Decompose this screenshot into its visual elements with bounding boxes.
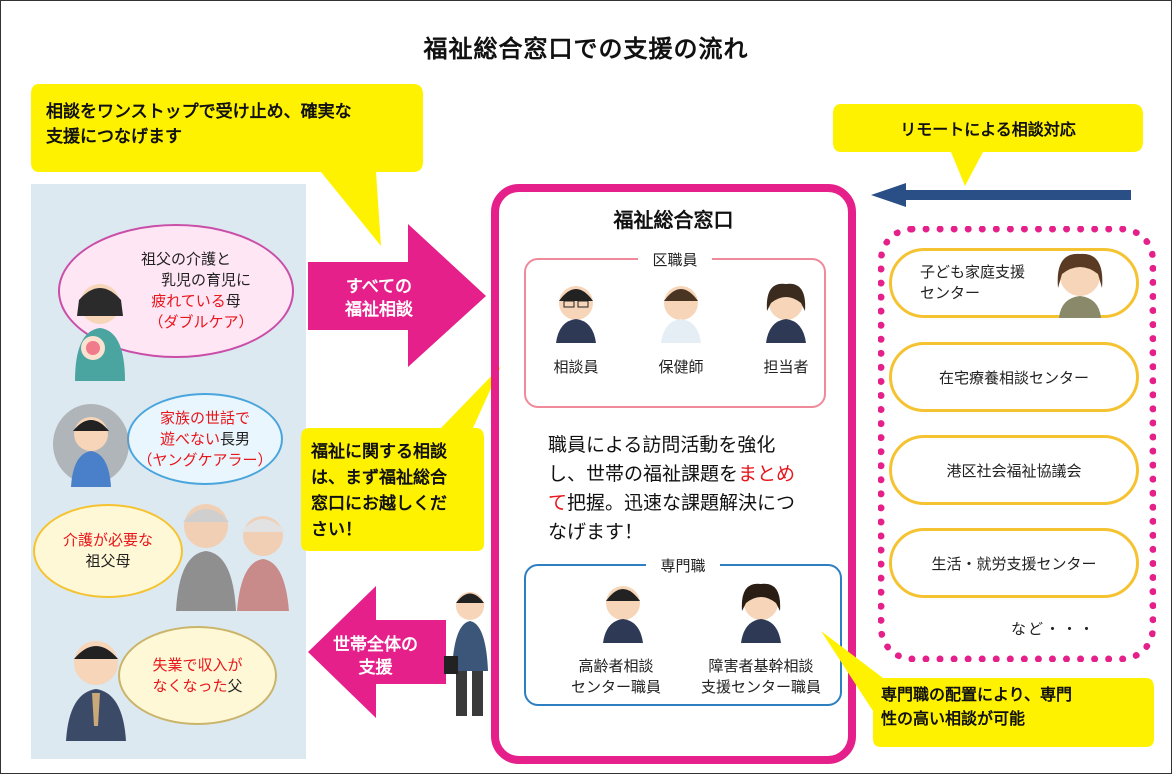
mother-person-icon <box>75 284 125 381</box>
consult-callout <box>301 366 501 551</box>
consult-text: 福祉に関する相談 は、まず福祉総合 窓口にお越しくだ さい！ <box>311 442 447 540</box>
son-bubble: 家族の世話で 遊べない長男 （ヤングケアラー） <box>127 393 283 485</box>
grandparents-person-icon <box>176 504 289 611</box>
father-person-icon <box>66 641 126 741</box>
specialist-name: 高齢者相談センター職員 <box>570 657 661 696</box>
ward-staff-name: 保健師 <box>658 358 704 376</box>
all-consultations-label: すべての 福祉相談 <box>345 277 413 320</box>
elderly-center-staff-person-icon <box>603 586 643 643</box>
ward-staff-box: 区職員 <box>524 251 826 408</box>
welfare-window-heading: 福祉総合窓口 <box>613 208 734 232</box>
son-person-icon <box>53 404 129 487</box>
staff-in-charge-person-icon <box>766 283 806 343</box>
specialist-callout <box>821 631 1154 747</box>
remote-text: リモートによる相談対応 <box>900 120 1076 139</box>
visiting-staff-person-icon <box>444 592 488 716</box>
specialist-box: 専門職 <box>524 557 842 706</box>
welfare-window-frame <box>491 184 856 764</box>
ward-staff-name: 相談員 <box>553 358 599 376</box>
arrow-left-icon <box>308 586 446 718</box>
visit-activity-text: 職員による訪問活動を強化 し、世帯の福祉課題をまとめ て把握。迅速な課題解決につ… <box>548 434 796 543</box>
org-home-care-consultation-center: 在宅療養相談センター <box>889 342 1139 412</box>
org-minato-social-welfare-council: 港区社会福祉協議会 <box>889 435 1139 505</box>
grandparents-bubble: 介護が必要な 祖父母 <box>33 504 183 598</box>
remote-staff-person-icon <box>1057 253 1103 318</box>
page-title: 福祉総合窓口での支援の流れ <box>423 35 749 63</box>
partner-orgs-frame <box>878 226 1156 662</box>
org-life-employment-support-center: 生活・就労支援センター <box>889 528 1139 598</box>
specialist-callout-text: 専門職の配置により、専門 性の高い相談が可能 <box>881 685 1073 728</box>
specialist-name: 障害者基幹相談支援センター職員 <box>700 657 821 696</box>
ward-staff-label: 区職員 <box>526 249 824 270</box>
ward-staff-name: 担当者 <box>763 358 809 376</box>
specialist-label: 専門職 <box>526 555 840 576</box>
one-stop-callout <box>31 84 423 246</box>
household-support-label: 世帯全体の 支援 <box>333 635 418 678</box>
one-stop-text: 相談をワンストップで受け止め、確実な 支援につなげます <box>46 102 352 147</box>
arrow-right-icon <box>308 224 486 367</box>
remote-callout <box>833 104 1143 186</box>
father-bubble: 失業で収入が なくなった父 <box>118 626 277 725</box>
public-health-nurse-person-icon <box>661 286 701 343</box>
remote-arrow-icon <box>871 183 1131 207</box>
counselor-person-icon <box>556 286 596 343</box>
disability-center-staff-person-icon <box>741 583 781 643</box>
orgs-more: など・・・ <box>1011 620 1097 638</box>
